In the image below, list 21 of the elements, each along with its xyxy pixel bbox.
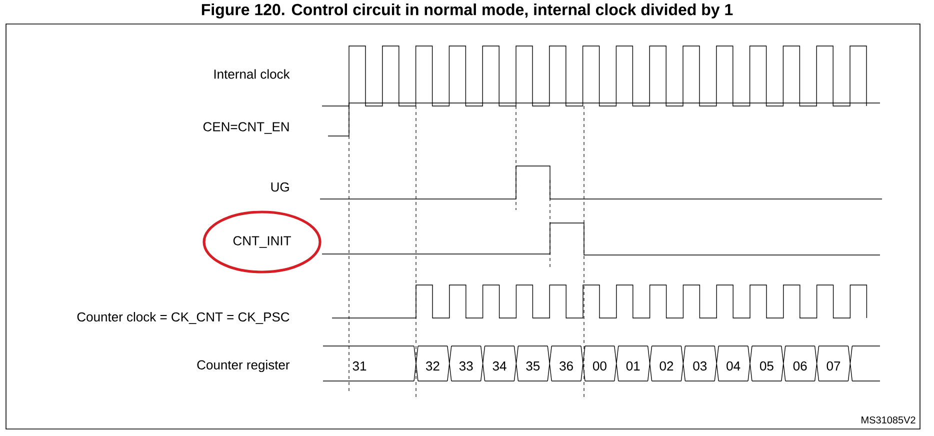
signal-name: Internal clock bbox=[214, 69, 290, 79]
counter-value: 01 bbox=[626, 361, 640, 371]
counter-value: 00 bbox=[592, 361, 606, 371]
signal-name: Counter register bbox=[197, 360, 290, 372]
counter-value: 32 bbox=[426, 361, 440, 371]
figure-id: MS31085V2 bbox=[862, 416, 916, 424]
figure-title: Figure 120. Control circuit in normal mode, internal clock divided by 1 bbox=[202, 4, 733, 18]
counter-value: 35 bbox=[526, 361, 540, 371]
signal-name: UG bbox=[271, 182, 289, 192]
counter-value: 04 bbox=[726, 361, 740, 371]
counter-value: 05 bbox=[760, 361, 774, 371]
signal-name: CEN=CNT_EN bbox=[203, 122, 289, 134]
counter-value: 02 bbox=[660, 361, 674, 371]
counter-value: 36 bbox=[560, 361, 573, 371]
counter-value: 33 bbox=[459, 361, 473, 371]
counter-value: 31 bbox=[352, 361, 366, 371]
counter-value: 06 bbox=[793, 361, 807, 371]
signal-name: Counter clock = CK_CNT = CK_PSC bbox=[77, 312, 290, 324]
counter-value: 34 bbox=[492, 361, 506, 371]
counter-value: 03 bbox=[693, 361, 707, 371]
counter-value: 07 bbox=[826, 361, 840, 371]
